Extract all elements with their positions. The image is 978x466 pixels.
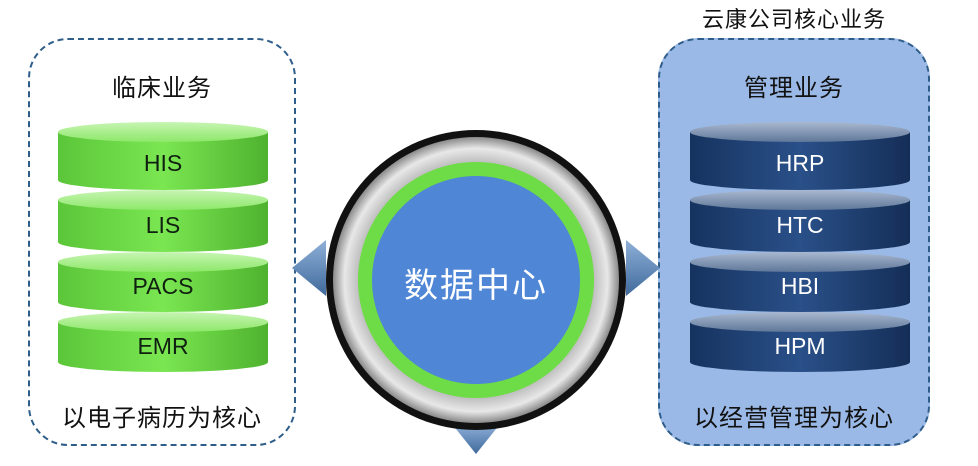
database-cylinder-hbi (690, 252, 910, 312)
management-panel-footer: 以经营管理为核心 (694, 404, 894, 432)
management-database-stack (690, 122, 910, 372)
system-label-hrp: HRP (775, 150, 825, 176)
management-panel-title: 管理业务 (744, 74, 844, 102)
data-center-label: 数据中心 (404, 266, 548, 306)
system-label-lis: LIS (145, 212, 181, 238)
database-cylinder-his (58, 122, 268, 190)
left-arrow-icon (292, 240, 326, 296)
system-label-hbi: HBI (780, 273, 820, 299)
system-label-emr: EMR (137, 333, 189, 359)
database-cylinder-hrp (690, 122, 910, 190)
database-cylinder-hpm (690, 312, 910, 372)
database-cylinder-lis (58, 190, 268, 252)
clinical-panel-title: 临床业务 (112, 74, 212, 102)
clinical-panel-footer: 以电子病历为核心 (62, 404, 262, 432)
clinical-database-stack (58, 122, 268, 372)
system-label-his: HIS (143, 150, 183, 176)
system-label-pacs: PACS (132, 273, 194, 299)
right-arrow-icon (626, 240, 660, 296)
system-label-htc: HTC (776, 212, 824, 238)
database-cylinder-htc (690, 190, 910, 252)
data-center-hub (326, 130, 626, 430)
company-title: 云康公司核心业务 (701, 8, 886, 33)
database-cylinder-emr (58, 312, 268, 372)
database-cylinder-pacs (58, 252, 268, 312)
system-label-hpm: HPM (774, 333, 826, 359)
down-arrow-icon (452, 424, 500, 454)
